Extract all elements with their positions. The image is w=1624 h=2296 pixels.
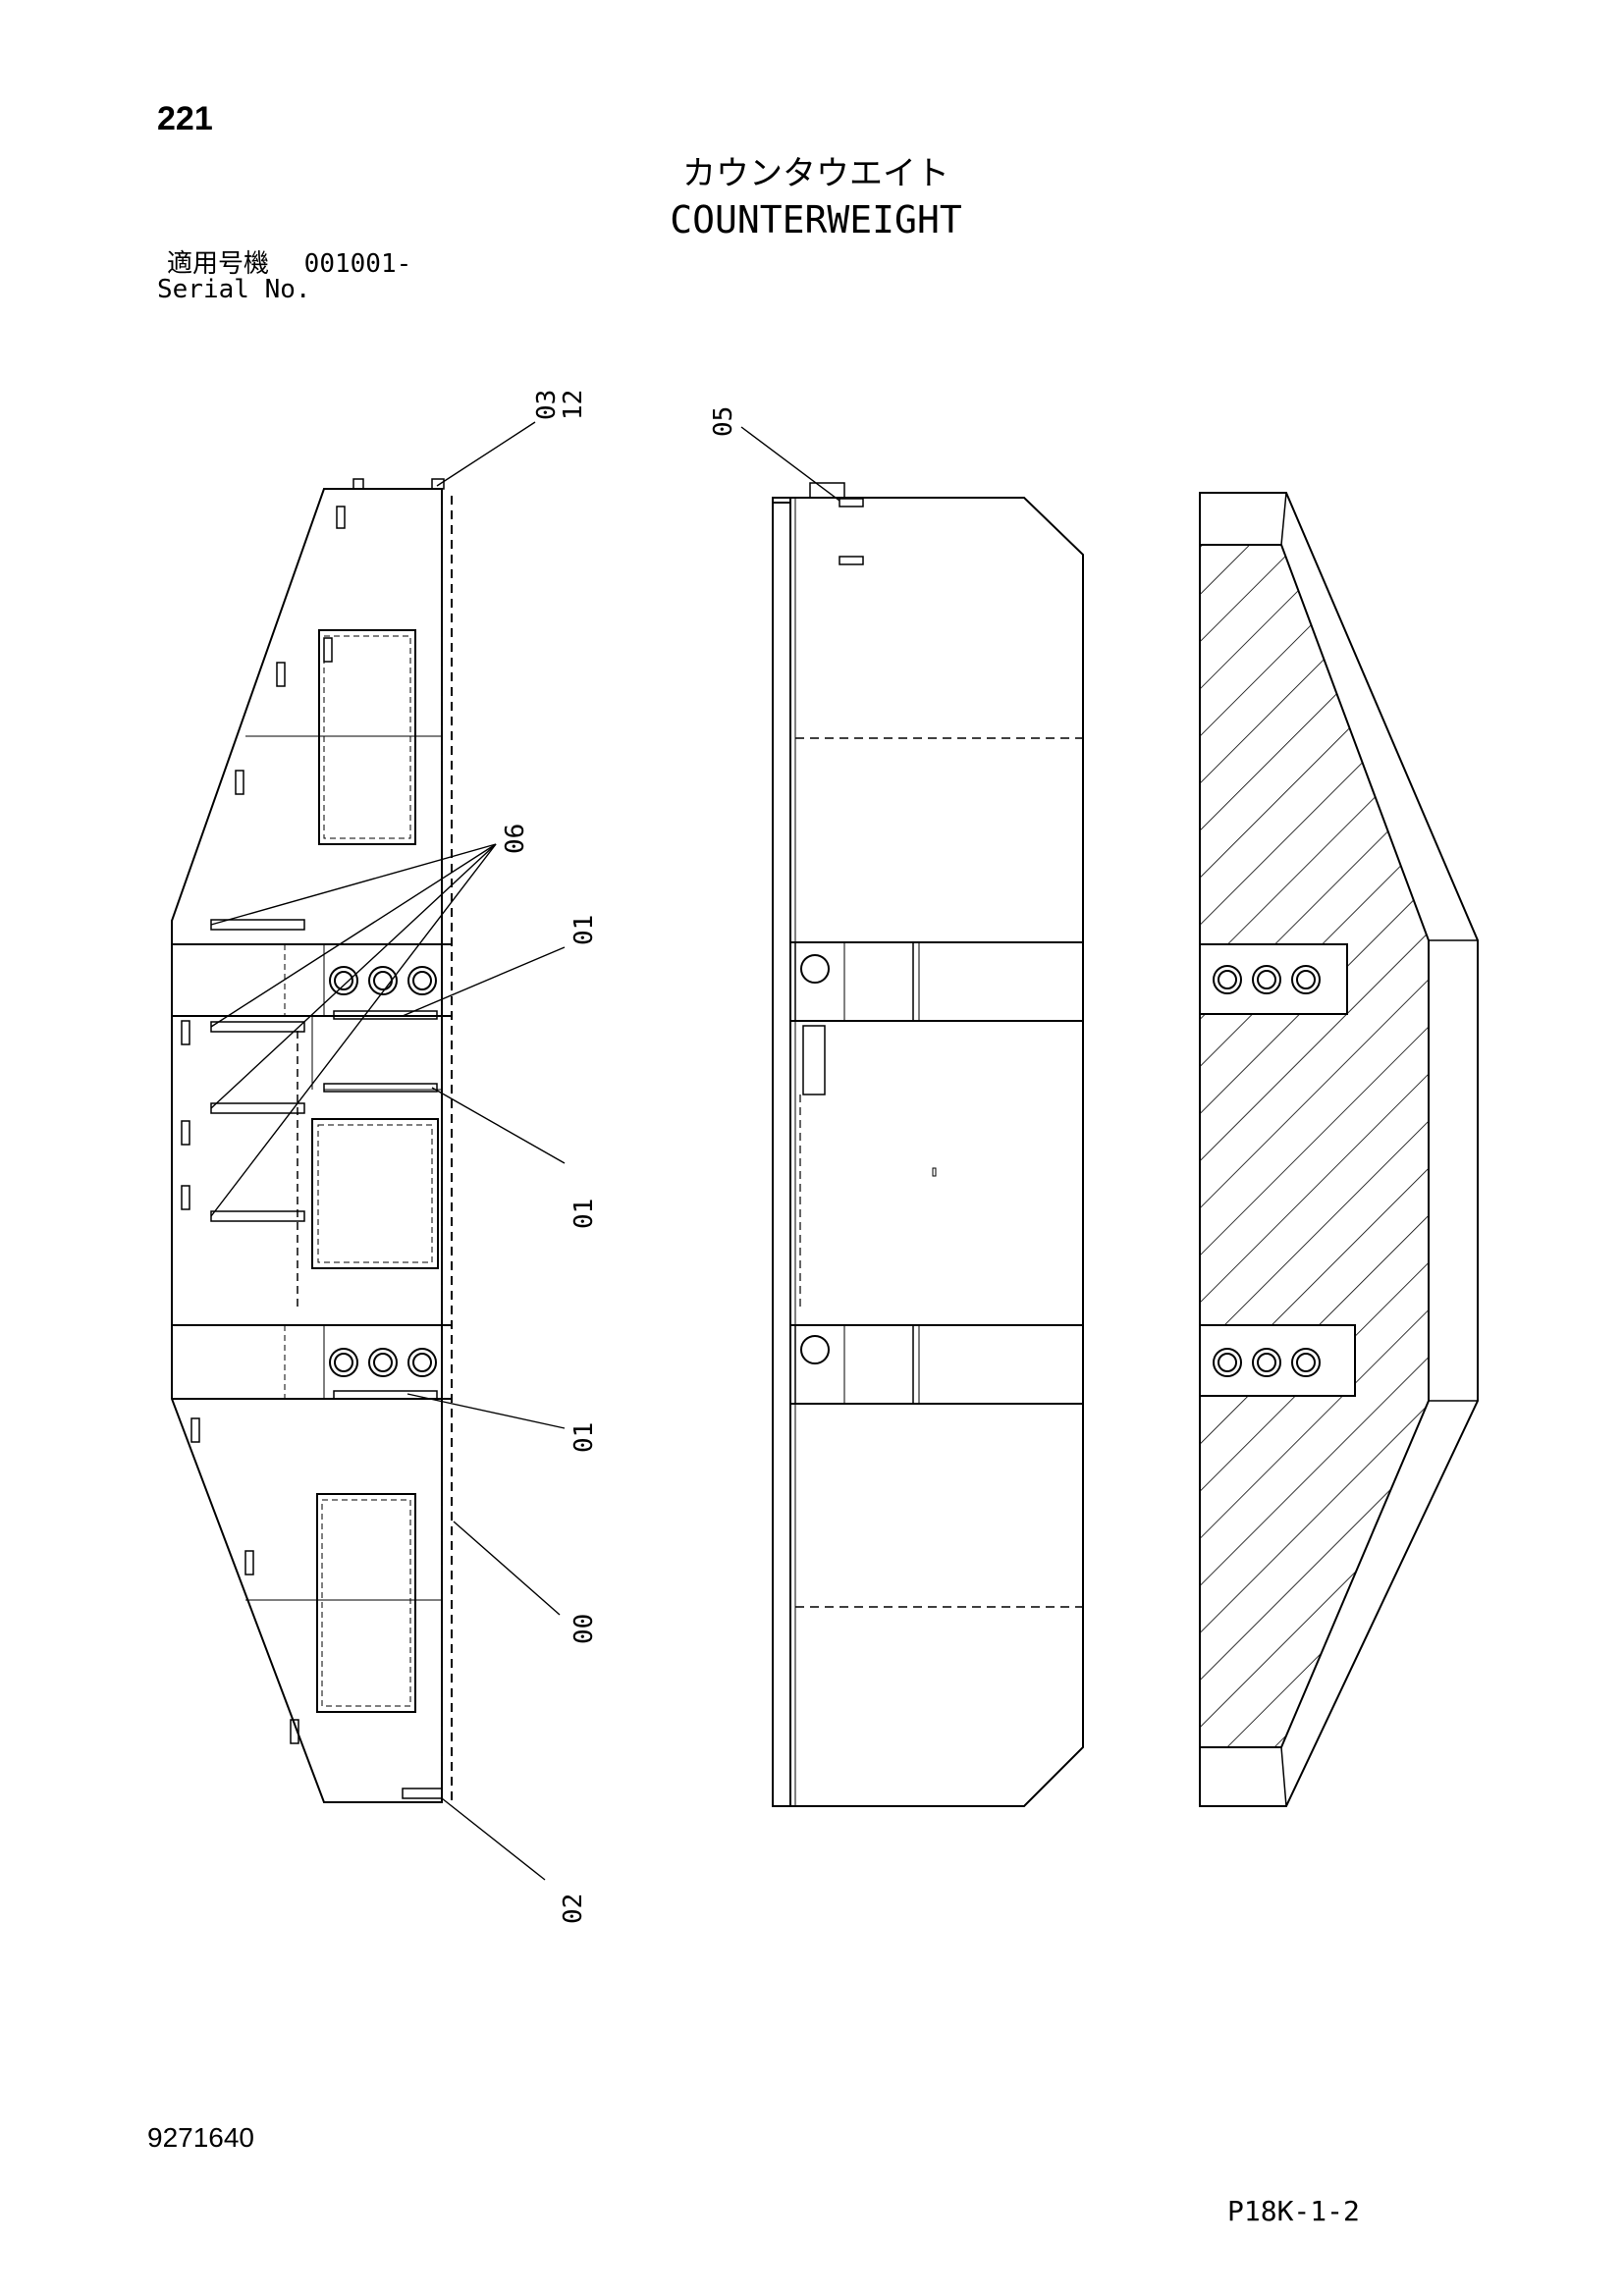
side-lugs	[181, 506, 346, 1744]
serial-row: 適用号機 001001-	[167, 251, 411, 277]
end-plate-upper	[1199, 943, 1348, 1015]
hole-group-lower	[329, 1348, 437, 1377]
callout-03: 03	[532, 390, 562, 420]
leader-lines	[210, 421, 840, 1881]
hole-group-upper	[329, 966, 437, 995]
title-japanese: カウンタウエイト	[682, 154, 949, 193]
sheet-code: P18K-1-2	[1227, 2195, 1360, 2227]
callout-01-b: 01	[569, 1199, 599, 1229]
callout-01-a: 01	[569, 915, 599, 945]
window-lower	[316, 1493, 416, 1713]
callout-05: 05	[709, 406, 738, 437]
title-english: COUNTERWEIGHT	[670, 198, 962, 241]
serial-label-japanese: 適用号機	[167, 249, 270, 279]
serial-value: 001001-	[303, 249, 412, 279]
side-hole-lower	[800, 1335, 830, 1364]
page-number: 221	[157, 100, 213, 137]
window-middle	[311, 1118, 439, 1269]
callout-labels: 03 12 05 06 01 01 01 00 02	[501, 390, 738, 1924]
top-view-outline	[171, 488, 443, 1803]
callout-00: 00	[569, 1614, 599, 1644]
drawing-number: 9271640	[147, 2122, 255, 2153]
side-view	[772, 482, 1084, 1807]
side-view-outline	[772, 497, 1084, 1807]
serial-label-english: Serial No.	[157, 275, 311, 304]
side-hole-upper	[800, 954, 830, 984]
end-view-hatched-core	[1199, 544, 1430, 1748]
top-view	[171, 478, 453, 1803]
callout-06: 06	[501, 824, 530, 854]
end-view	[1199, 492, 1479, 1807]
end-plate-lower	[1199, 1324, 1356, 1397]
callout-01-c: 01	[569, 1422, 599, 1453]
callout-02: 02	[559, 1894, 588, 1924]
window-upper	[318, 629, 416, 845]
bolt-strips	[210, 919, 443, 1799]
callout-12: 12	[559, 390, 588, 420]
